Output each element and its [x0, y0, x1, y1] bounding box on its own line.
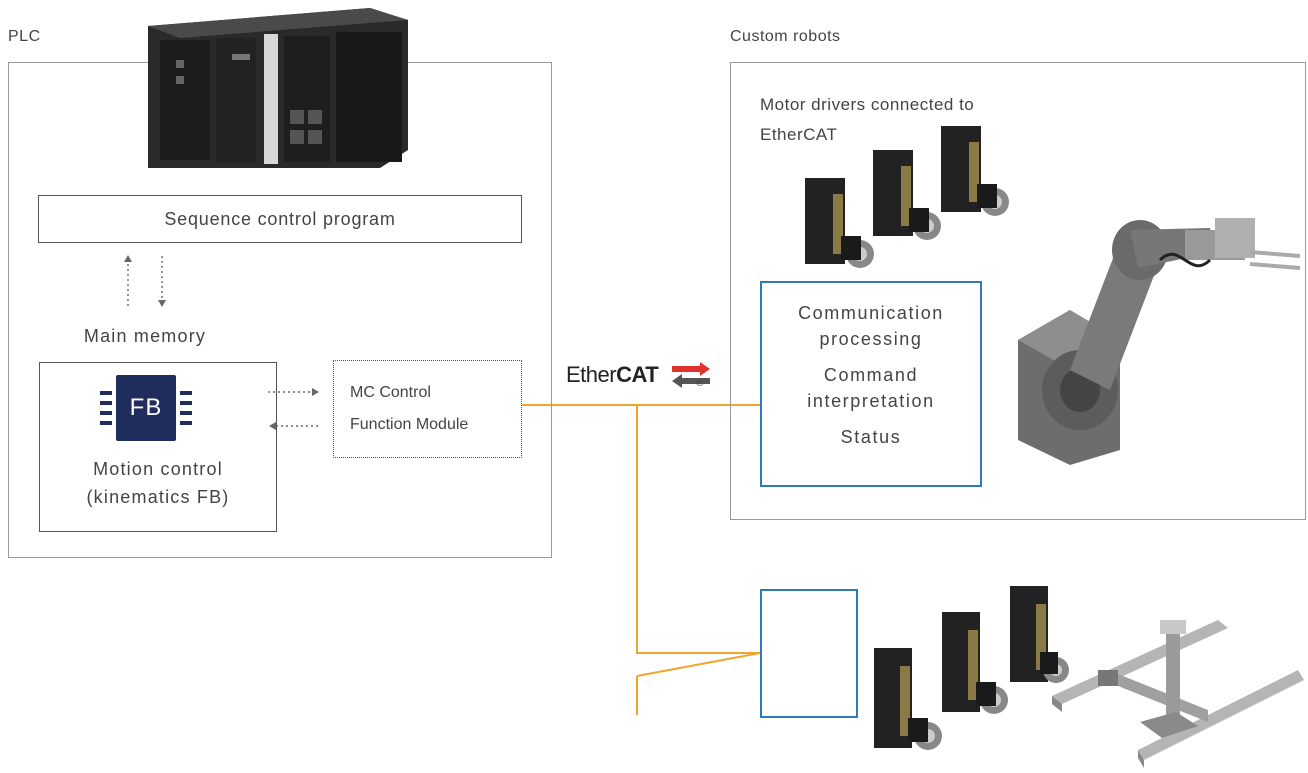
mc-module-line1: MC Control — [350, 384, 431, 401]
motor-drivers-image-top — [805, 126, 1009, 268]
mc-control-module-box — [333, 360, 522, 458]
plc-section-title: PLC — [8, 28, 41, 45]
motion-control-text: Motion control (kinematics FB) — [39, 455, 277, 511]
motion-control-line2: (kinematics FB) — [86, 487, 230, 507]
motor-drivers-line1: Motor drivers connected to — [760, 95, 975, 114]
gantry-robot-image — [1052, 620, 1304, 768]
fb-chip-icon: FB — [100, 375, 192, 441]
comm-item-status: Status — [840, 427, 902, 447]
comm-item-communication: Communication — [798, 303, 944, 323]
mc-module-line2: Function Module — [350, 416, 469, 433]
ethercat-logo-bold: CAT — [616, 362, 659, 387]
comm-item-processing: processing — [819, 329, 923, 349]
robots-panel — [730, 62, 1306, 520]
ethercat-registered-mark: ® — [696, 378, 704, 389]
comm-item-command: Command — [823, 365, 919, 385]
mc-control-module-text: MC Control Function Module — [350, 377, 468, 441]
robots-section-title: Custom robots — [730, 28, 841, 45]
ethercat-logo: EtherCAT — [566, 362, 659, 388]
ethercat-logo-arrows-icon — [672, 362, 710, 388]
robot-arm-image — [1018, 218, 1301, 465]
network-line-branch — [636, 405, 760, 654]
motor-drivers-image-bottom — [874, 586, 1069, 750]
motion-control-box — [39, 362, 277, 532]
sequence-control-program-box: Sequence control program — [38, 195, 522, 243]
network-line-tail-link — [636, 652, 761, 677]
fb-module-arrows — [268, 388, 320, 430]
comm-item-interpretation: interpretation — [807, 391, 935, 411]
communication-box — [760, 281, 982, 487]
fb-chip-label: FB — [116, 375, 176, 441]
memory-transfer-arrows — [124, 255, 166, 307]
communication-box-text: Communication processing Command interpr… — [762, 300, 980, 450]
motion-control-line1: Motion control — [93, 459, 223, 479]
main-memory-label: Main memory — [83, 326, 207, 346]
plc-hardware-image — [148, 8, 408, 168]
motor-drivers-label: Motor drivers connected to EtherCAT — [760, 90, 974, 150]
ethercat-logo-regular: Ether — [566, 362, 617, 387]
motor-drivers-line2: EtherCAT — [760, 125, 838, 144]
lower-robot-box — [760, 589, 858, 718]
